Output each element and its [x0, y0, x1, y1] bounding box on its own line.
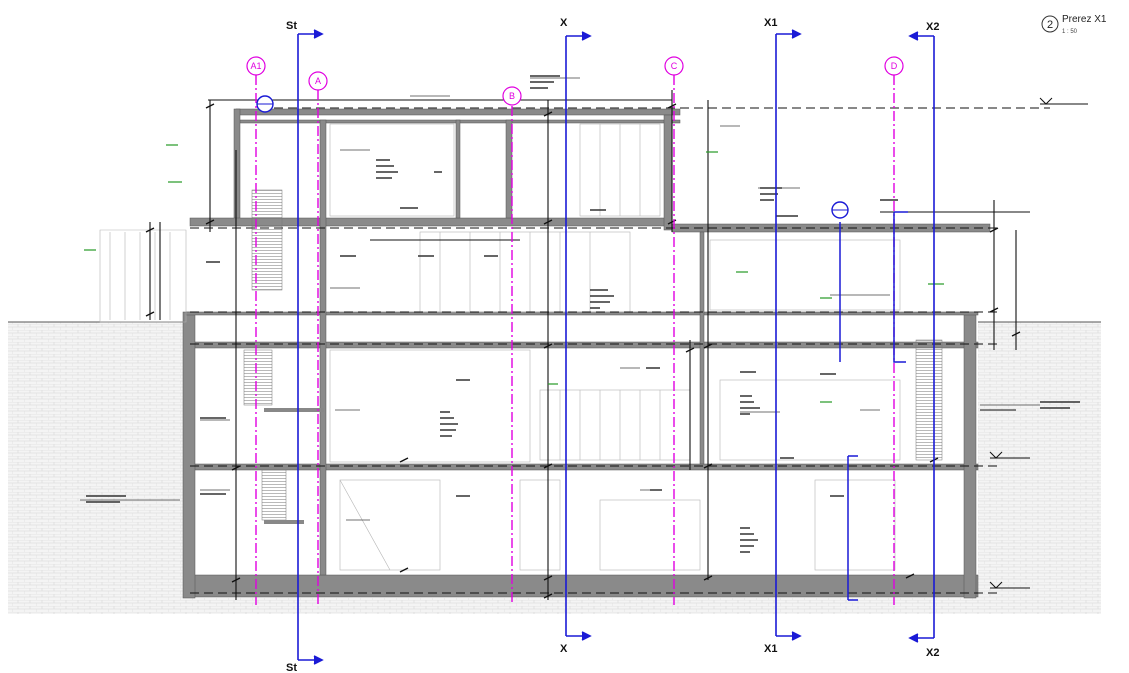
section-label-x-bottom: X	[560, 643, 568, 655]
detail-markers	[256, 95, 849, 219]
view-title: Prerez X1	[1062, 14, 1107, 25]
illegible-labels	[86, 75, 1080, 553]
level-lines	[190, 107, 1050, 594]
ground-hatch	[8, 321, 1101, 614]
interior-linework	[99, 123, 901, 571]
view-number-badge	[1041, 15, 1059, 33]
grid-axis-label: B	[509, 91, 515, 101]
section-label-x2-bottom: X2	[926, 647, 939, 659]
grid-axis-d: D	[884, 56, 904, 76]
dimension-ticks	[145, 103, 1021, 599]
grid-axis-label: A	[315, 76, 321, 86]
section-line-x1	[775, 29, 802, 641]
grid-axis-c: C	[664, 56, 684, 76]
grid-axes	[255, 75, 895, 605]
view-number: 2	[1047, 19, 1053, 31]
section-label-st-bottom: St	[286, 662, 297, 673]
stair-sections	[243, 189, 943, 524]
section-label-x1-bottom: X1	[764, 643, 777, 655]
grid-axis-a: A	[308, 71, 328, 91]
level-markers	[980, 97, 1088, 589]
grid-axis-a1: A1	[246, 56, 266, 76]
grid-axis-label: C	[671, 61, 678, 71]
section-label-st-top: St	[286, 20, 297, 32]
section-label-x1-top: X1	[764, 17, 777, 29]
detail-cut-lines	[839, 211, 908, 601]
title-block: 2 Prerez X1 1 : 50	[1041, 14, 1107, 35]
section-line-x	[565, 31, 592, 641]
section-label-x-top: X	[560, 17, 568, 29]
grid-axis-label: A1	[250, 61, 261, 71]
building-structure	[182, 108, 991, 599]
section-line-x2	[908, 31, 935, 643]
grid-axis-b: B	[502, 86, 522, 106]
green-annotations	[84, 144, 944, 403]
section-line-st	[297, 29, 324, 665]
view-scale: 1 : 50	[1062, 29, 1078, 35]
section-label-x2-top: X2	[926, 21, 939, 33]
grid-axis-label: D	[891, 61, 898, 71]
